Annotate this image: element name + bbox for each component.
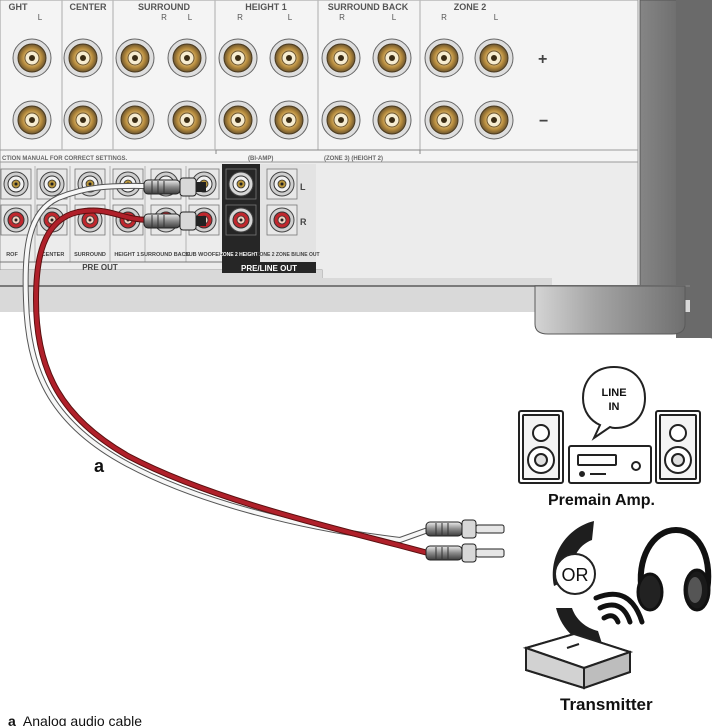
binding-post [63,100,103,140]
transmitter-label: Transmitter [560,695,653,714]
pre-line-out-bar [222,262,316,273]
or-text: OR [562,565,589,585]
jack-r-label: R [300,217,307,227]
binding-post [115,38,155,78]
rca-jack [225,204,257,236]
channel-sub-label: R [339,13,345,22]
or-indicator [552,521,604,650]
cable-plugs-device [425,519,505,563]
bubble-line-label: LINE [601,387,626,399]
premain-amp-label: Premain Amp. [548,492,655,509]
legend-key: a [8,713,16,726]
binding-post [474,100,514,140]
binding-post [167,38,207,78]
rca-jack [225,168,257,200]
header-center: CENTER [69,2,107,12]
line-in-bubble [581,365,647,441]
preout-col-surround: SURROUND [74,252,106,258]
preout-col-front: ROF [6,252,18,258]
rca-jack [0,204,32,236]
pre-line-out-label: PRE/LINE OUT [241,264,297,273]
or-circle [554,553,596,595]
manual-note: CTION MANUAL FOR CORRECT SETTINGS. [2,156,128,162]
binding-post [269,100,309,140]
zone2-lineout-label: ZONE 2 ZONE B/LINE OUT [256,252,319,258]
rca-jack [36,168,68,200]
transmitter-icon [522,632,634,690]
cable-label-a: a [94,456,105,476]
header-zone2: ZONE 2 [454,2,487,12]
analog-audio-cable [22,182,431,556]
preout-col-center: CENTER [42,252,65,258]
binding-post [12,100,52,140]
binding-post [474,38,514,78]
rca-jack [266,168,298,200]
speaker-terminal-panel [0,0,639,163]
channel-sub-label: R [441,13,447,22]
binding-post [321,100,361,140]
bubble-in-label: IN [609,401,620,413]
binding-post [424,100,464,140]
header-height1: HEIGHT 1 [245,2,287,12]
chassis-edge-strip [676,0,712,338]
binding-post [12,38,52,78]
plus-sign: + [538,51,547,68]
binding-post [218,38,258,78]
binding-post [63,38,103,78]
pre-out-label: PRE OUT [82,263,118,272]
preout-col-height1: HEIGHT 1 [114,252,139,258]
legend-text: Analog audio cable [23,713,142,726]
chassis-bottom [0,270,690,312]
binding-post [372,100,412,140]
receiver-foot [534,285,686,335]
minus-sign: − [539,113,548,130]
wireless-signal-icon [593,591,645,625]
amp-unit-icon [568,445,652,484]
jack-l-label: L [300,182,306,192]
binding-post [115,100,155,140]
preout-col-surround-back: SURROUND BACK [140,252,189,258]
speaker-right-icon [655,410,701,484]
zone2-height2-label: ZONE 2 HEIGHT 2 [220,252,263,258]
binding-post [218,100,258,140]
preout-col-subwoofer: SUB WOOFER [185,252,223,258]
binding-post [321,38,361,78]
headphones-icon [636,526,712,612]
cable-plugs-receiver [143,177,206,231]
binding-post [372,38,412,78]
biamp-label: (BI-AMP) [248,156,273,162]
receiver-rear-panel: GHT CENTER SURROUND HEIGHT 1 SURROUND BA… [0,0,712,339]
binding-post [269,38,309,78]
speaker-left-icon [518,410,564,484]
channel-sub-label: L [494,13,499,22]
rca-jack [74,168,106,200]
channel-sub-label: R [161,13,167,22]
zone-height-note: (ZONE 3) (HEIGHT 2) [324,156,383,162]
legend: a Analog audio cable [8,713,142,726]
channel-sub-label: L [288,13,293,22]
binding-post [167,100,207,140]
channel-sub-label: L [38,13,43,22]
header-surround: SURROUND [138,2,191,12]
header-ght: GHT [9,2,29,12]
speaker-terminals [12,38,514,140]
premain-amp-illustration [518,365,701,484]
channel-sub-label: L [392,13,397,22]
svg-text:a Analog audio cable: a Analog audio cable [8,713,142,726]
binding-post [424,38,464,78]
header-surround-back: SURROUND BACK [328,2,409,12]
rca-jack [0,168,32,200]
channel-sub-label: R [237,13,243,22]
rca-jack [266,204,298,236]
channel-sub-label: L [188,13,193,22]
